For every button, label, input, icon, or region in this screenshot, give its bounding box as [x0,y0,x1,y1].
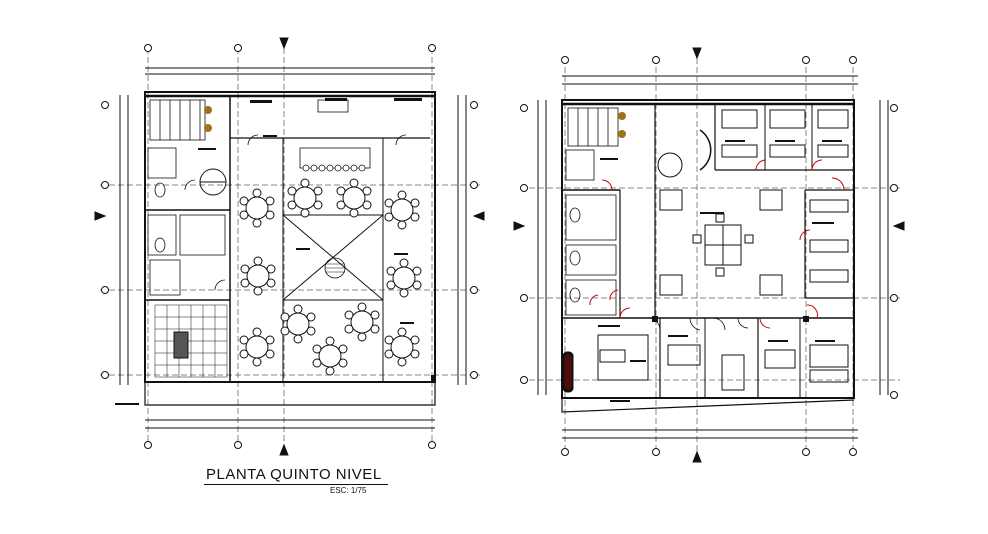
left-floor-plan [94,37,485,456]
drawing-scale: ESC: 1/75 [330,486,367,495]
drawing-title: PLANTA QUINTO NIVEL [206,466,382,483]
right-floor-plan [184,47,905,463]
dining-tables [239,178,422,376]
title-underline [204,484,388,485]
